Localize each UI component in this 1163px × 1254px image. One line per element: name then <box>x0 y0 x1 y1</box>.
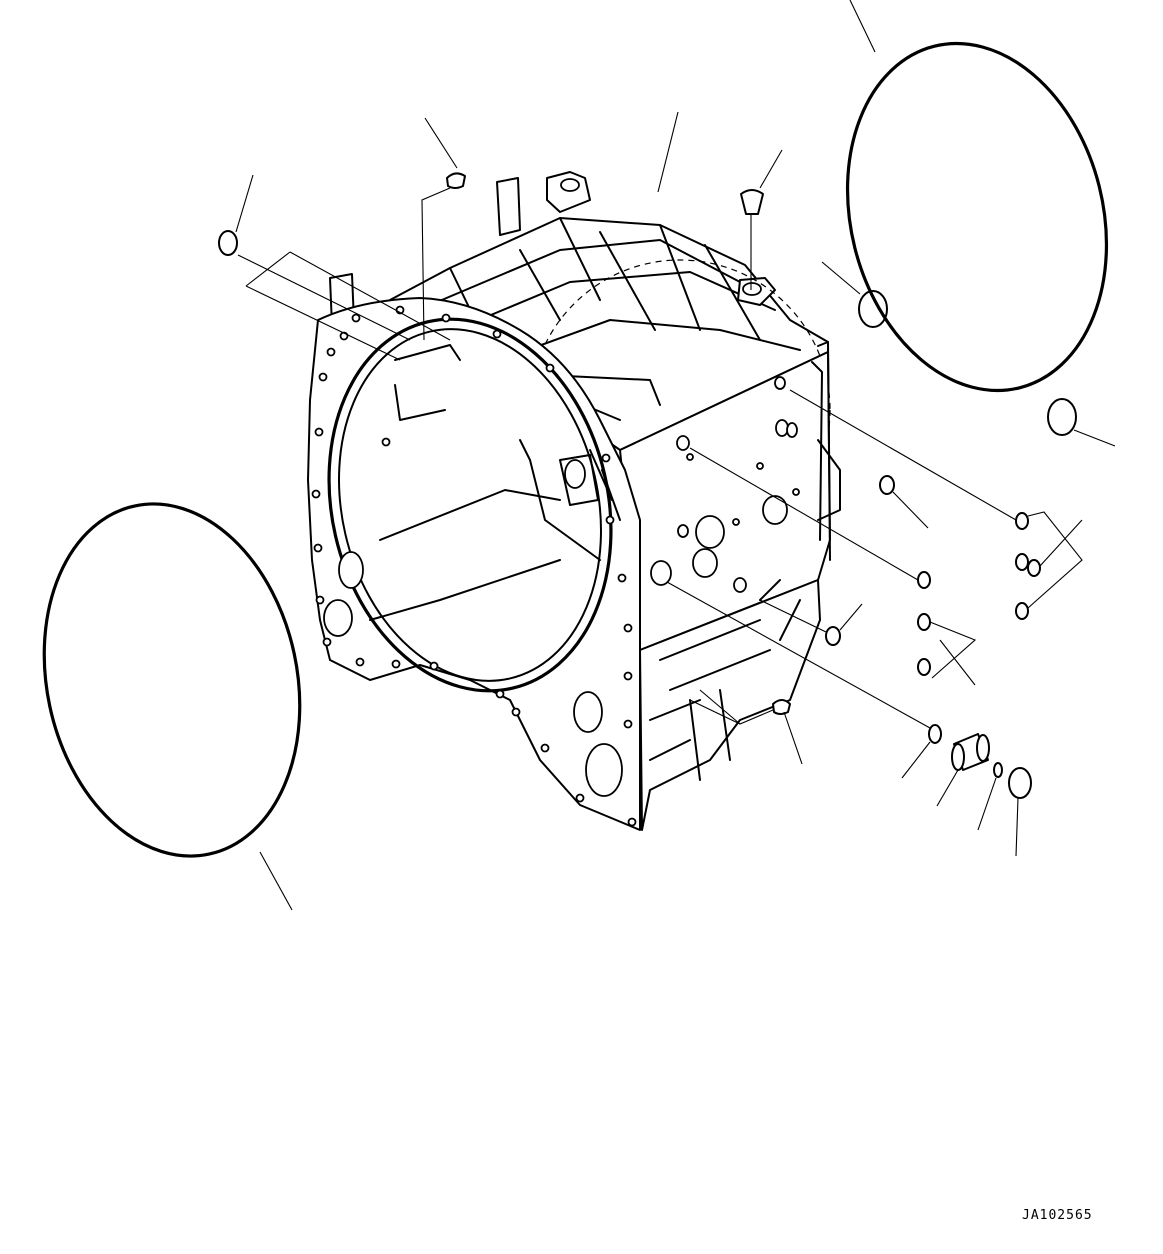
oring-upper-left <box>218 174 451 361</box>
plug-top-right <box>740 149 783 290</box>
breather-cap-top <box>421 117 466 341</box>
oring-group-right <box>689 389 1083 686</box>
large-seal-ring-left <box>42 502 302 911</box>
drawing-code: JA102565 <box>1022 1208 1093 1223</box>
large-seal-ring-right <box>845 0 1109 393</box>
breather-bottom <box>689 689 803 765</box>
oring-right-upper <box>821 261 888 328</box>
transmission-housing <box>307 171 841 831</box>
oring-far-right <box>1047 398 1116 447</box>
housing-leader <box>657 111 679 193</box>
side-plate-ports <box>650 376 800 593</box>
bushing-assembly <box>666 581 1032 857</box>
